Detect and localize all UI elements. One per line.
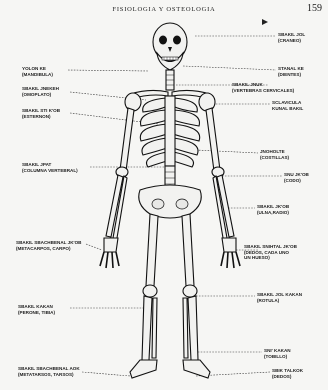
label-craneo: SBAKIL JOL (CRANEO) bbox=[278, 32, 305, 43]
label-dedos-mano: SBAKIL SNIHTAL JK'OB (DEDOS, CADA UNO UN… bbox=[244, 244, 297, 261]
rib-cage bbox=[140, 96, 199, 167]
legs bbox=[130, 214, 210, 378]
label-mandibula: YOLON KE (MANDIBULA) bbox=[22, 66, 53, 77]
label-codo: SNU JK'OB (CODO) bbox=[284, 172, 309, 183]
label-ulna-radio: SBAKIL JK'OB (ULNA,RADIO) bbox=[257, 204, 289, 215]
label-columna-vertebral: SBAKIL JPAT (COLUMNA VERTEBRAL) bbox=[22, 162, 78, 173]
label-metatarsos: SBAKIL SBACHBENAL AOK (METATARSOS, TARSO… bbox=[18, 366, 80, 377]
label-metacarpos: SBAKIL SBACHBENAL JK'OB (METACARPOS, CAR… bbox=[16, 240, 82, 251]
pelvis bbox=[139, 185, 202, 218]
label-esternon: SBAKIL STI K'OB (ESTERNON) bbox=[22, 108, 60, 119]
label-dedos-pie: SBIK TALKOK (DEDOS) bbox=[272, 368, 303, 379]
label-rotula: SBAKIL JOL KAKAN (ROTULA) bbox=[257, 292, 302, 303]
label-perone-tibia: SBAKIL KAKAN (PERONE, TIBIA) bbox=[18, 304, 55, 315]
label-clavicula: SCLAVICULA KUNAL BAKIL bbox=[272, 100, 303, 111]
label-tobillo: SNI' KAKAN (TOBILLO) bbox=[264, 348, 291, 359]
label-omoplato: SBAKIL JNEKEH (OMOPLATO) bbox=[22, 86, 59, 97]
label-vertebras-cervicales: SBAKIL JNUK (VERTEBRAS CERVICALES) bbox=[232, 82, 294, 93]
skull bbox=[153, 23, 187, 70]
label-costillas: JNOHOLTE (COSTILLAS) bbox=[260, 149, 289, 160]
label-dientes: STANAL KE (DIENTES) bbox=[278, 66, 304, 77]
